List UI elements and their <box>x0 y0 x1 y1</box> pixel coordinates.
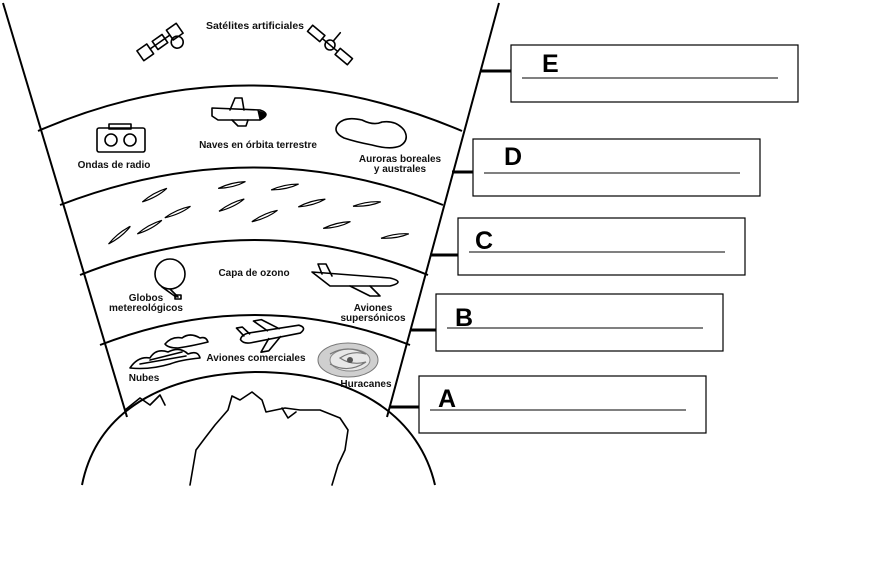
earth <box>81 370 436 486</box>
answer-box-d[interactable]: D <box>472 138 761 197</box>
label-globos-1: Globos <box>129 293 164 304</box>
earth-continent-detail <box>281 407 297 419</box>
meteor-icon <box>251 209 278 223</box>
layer-boundary-a-b <box>99 314 411 346</box>
layer-boundary-b-c <box>79 239 429 276</box>
label-satelites: Satélites artificiales <box>206 20 304 32</box>
mesosphere-layer <box>108 180 410 245</box>
earth-outline <box>81 370 436 486</box>
meteor-icon <box>270 183 299 191</box>
label-nubes: Nubes <box>129 373 160 384</box>
answer-letter-d: D <box>504 143 522 171</box>
cone-left-edge <box>2 2 128 418</box>
label-globos-2: metereológicos <box>109 303 183 314</box>
exosphere-layer: Satélites artificiales <box>136 20 354 66</box>
troposphere-layer: Nubes Aviones comerciales Huracanes <box>129 318 392 390</box>
layer-boundary-c-d <box>59 166 444 206</box>
aurora-icon <box>335 117 408 149</box>
meteor-icon <box>136 219 163 235</box>
answer-box-a[interactable]: A <box>418 375 707 434</box>
answer-box-c[interactable]: C <box>457 217 746 276</box>
label-ondas-radio: Ondas de radio <box>78 160 151 171</box>
satellite-icon <box>136 22 185 62</box>
meteor-icon <box>217 180 246 190</box>
label-huracanes: Huracanes <box>340 379 392 390</box>
meteor-icon <box>108 225 131 245</box>
meteor-icon <box>141 187 168 203</box>
meteor-icon <box>322 220 351 230</box>
cone-right-edge <box>386 2 500 418</box>
meteor-icon <box>352 201 382 207</box>
meteor-icon <box>164 205 191 219</box>
answer-letter-a: A <box>438 385 456 413</box>
supersonic-plane-icon <box>311 263 399 297</box>
label-auroras-1: Auroras boreales <box>359 154 442 165</box>
answer-letter-b: B <box>455 304 473 332</box>
answer-box-b[interactable]: B <box>435 293 724 352</box>
earth-coastline-left <box>124 394 166 411</box>
thermosphere-layer: Ondas de radio Naves en órbita terrestre… <box>78 97 442 175</box>
label-capa-ozono: Capa de ozono <box>218 268 289 279</box>
layer-boundary-d-e <box>37 84 463 132</box>
space-shuttle-icon <box>211 97 267 127</box>
answer-box-e[interactable]: E <box>510 44 799 103</box>
answer-letter-c: C <box>475 227 493 255</box>
satellite-icon <box>306 24 354 66</box>
stratosphere-layer: Globos metereológicos Capa de ozono Avio… <box>109 258 406 324</box>
clouds-icon <box>129 334 209 370</box>
label-supersonicos-2: supersónicos <box>340 313 405 324</box>
label-naves: Naves en órbita terrestre <box>199 140 317 151</box>
meteor-icon <box>218 198 245 212</box>
label-aviones-comerciales: Aviones comerciales <box>206 353 306 364</box>
answer-letter-e: E <box>542 50 559 78</box>
hurricane-icon <box>317 342 379 378</box>
label-auroras-2: y australes <box>374 164 427 175</box>
label-supersonicos-1: Aviones <box>354 303 393 314</box>
airplane-icon <box>235 318 305 353</box>
meteor-icon <box>298 198 326 208</box>
weather-balloon-icon <box>154 258 186 300</box>
meteor-icon <box>380 233 410 239</box>
earth-continent <box>189 391 349 486</box>
radio-icon <box>96 123 146 153</box>
